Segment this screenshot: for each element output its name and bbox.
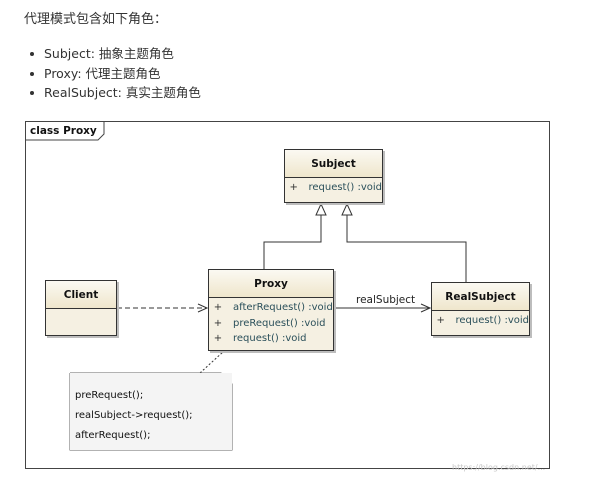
note-line: realSubject->request(); xyxy=(75,410,193,421)
intro-text: 代理模式包含如下角色： xyxy=(24,12,168,27)
operation-row: + preRequest() :void xyxy=(209,316,333,332)
note-box: preRequest(); realSubject->request(); af… xyxy=(70,373,232,450)
operation-row: + request() :void xyxy=(285,180,382,196)
role-item: Proxy: 代理主题角色 xyxy=(28,64,201,84)
association-label: realSubject xyxy=(356,294,416,306)
class-proxy[interactable]: Proxy + afterRequest() :void + preReques… xyxy=(208,269,334,351)
operation-row: + afterRequest() :void xyxy=(209,300,333,316)
class-name: RealSubject xyxy=(432,283,529,311)
generalization-arrowhead-proxy xyxy=(315,202,327,216)
watermark: https://blog.csdn.net/... xyxy=(452,463,546,472)
generalization-realsubject-to-subject xyxy=(346,215,467,282)
note-line: preRequest(); xyxy=(75,390,144,401)
operation-row: + request() :void xyxy=(209,331,333,347)
note-line: afterRequest(); xyxy=(75,430,151,441)
operation-signature: preRequest() :void xyxy=(233,317,326,329)
role-item: Subject: 抽象主题角色 xyxy=(28,44,201,64)
operation-signature: request() :void xyxy=(455,315,529,326)
dependency-arrowhead xyxy=(197,303,209,313)
role-item: RealSubject: 真实主题角色 xyxy=(28,83,201,103)
role-list: Subject: 抽象主题角色 Proxy: 代理主题角色 RealSubjec… xyxy=(28,44,201,103)
operation-signature: afterRequest() :void xyxy=(233,302,333,313)
operation-signature: request() :void xyxy=(233,333,307,344)
generalization-proxy-to-subject xyxy=(263,215,322,269)
class-name: Proxy xyxy=(209,270,333,298)
visibility-marker: + xyxy=(289,182,298,193)
class-subject[interactable]: Subject + request() :void xyxy=(284,149,383,203)
association-arrowhead xyxy=(420,303,432,313)
class-name: Client xyxy=(46,281,116,309)
visibility-marker: + xyxy=(213,302,223,313)
visibility-marker: + xyxy=(436,315,445,326)
class-name: Subject xyxy=(285,150,382,178)
note-anchor-line xyxy=(199,350,225,374)
frame-label: class Proxy xyxy=(30,125,97,137)
operation-signature: request() :void xyxy=(308,182,382,193)
class-realsubject[interactable]: RealSubject + request() :void xyxy=(431,282,530,336)
frame-tab xyxy=(26,122,105,141)
visibility-marker: + xyxy=(213,317,223,329)
operation-row: + request() :void xyxy=(432,313,529,329)
class-client[interactable]: Client xyxy=(45,280,117,336)
generalization-arrowhead-realsubject xyxy=(341,202,353,216)
visibility-marker: + xyxy=(213,333,223,344)
